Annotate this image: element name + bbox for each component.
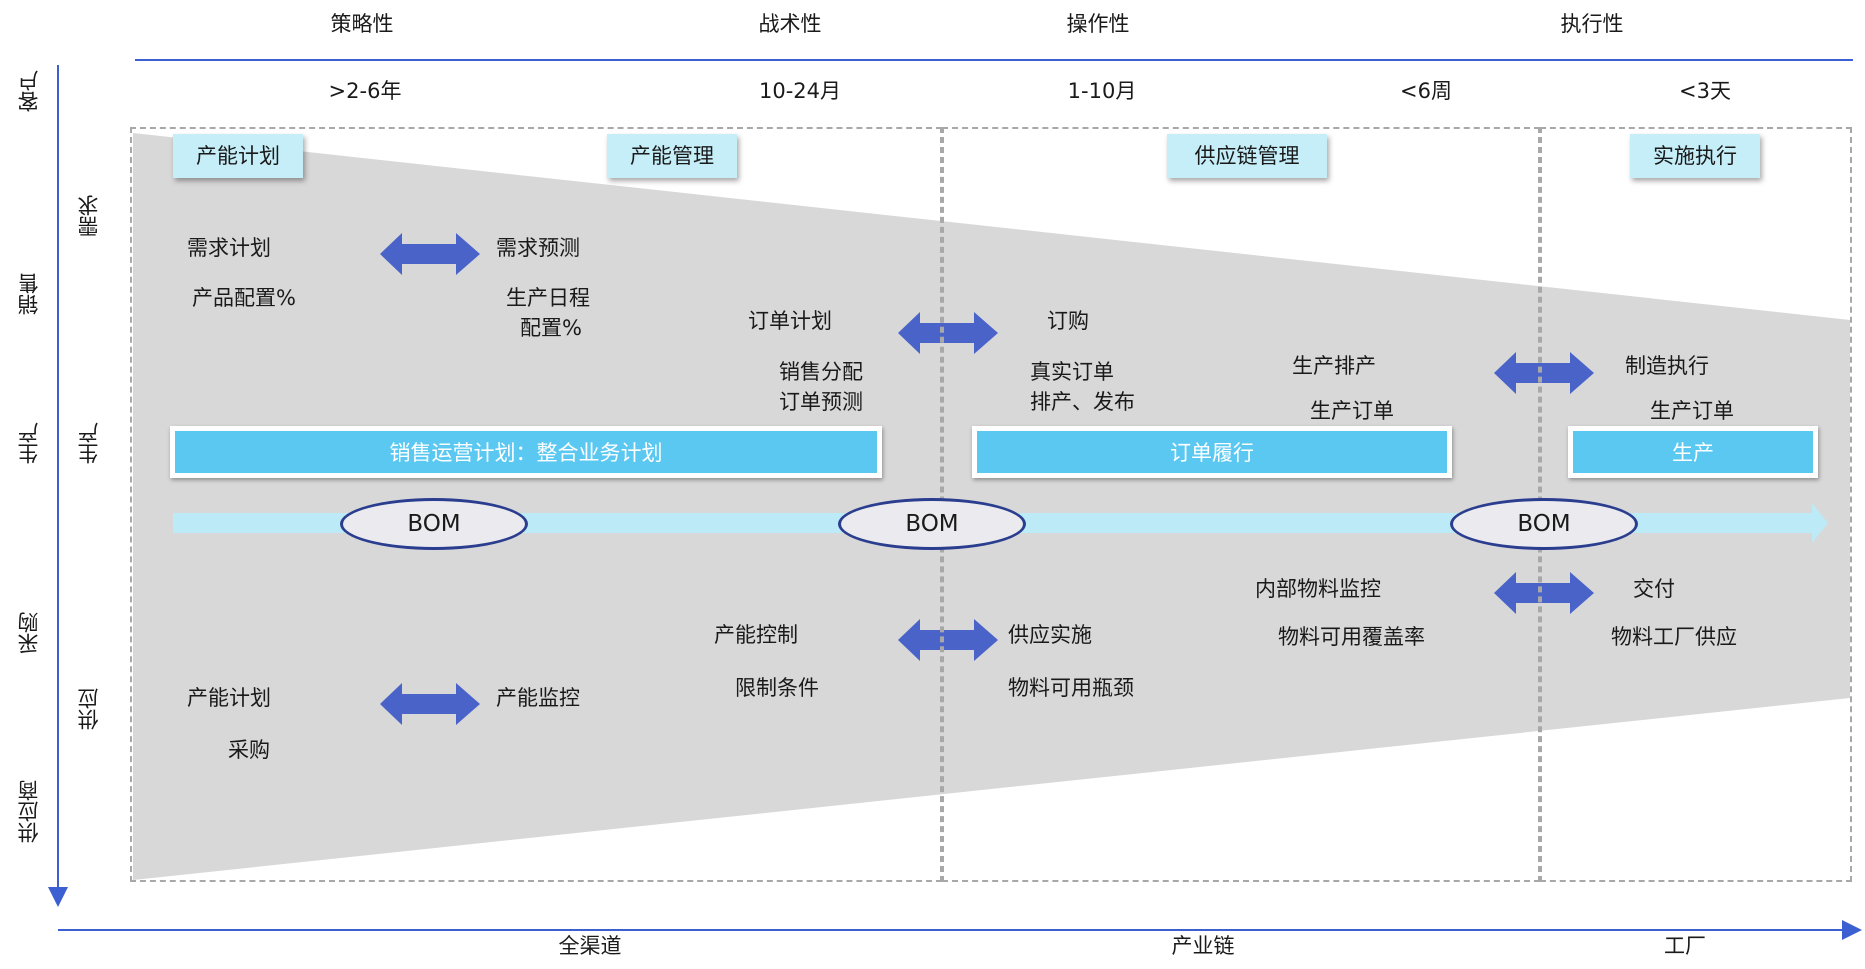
text-capacity-control: 产能控制	[714, 623, 798, 647]
phase-execution: 实施执行	[1630, 134, 1760, 178]
phase-capacity-planning: 产能计划	[173, 134, 303, 178]
axis-label-procurement: 采购	[17, 612, 41, 654]
text-material-bottleneck: 物料可用瓶颈	[1008, 676, 1134, 700]
axis-label-demand: 需求	[77, 195, 101, 237]
double-arrow-supply-left	[380, 683, 480, 725]
band-order-fulfillment: 订单履行	[972, 426, 1452, 478]
text-supply-implementation: 供应实施	[1008, 623, 1092, 647]
text-internal-material-monitoring: 内部物料监控	[1255, 577, 1381, 601]
double-arrow-demand-left	[380, 233, 480, 275]
text-procurement: 采购	[228, 738, 270, 762]
text-delivery: 交付	[1633, 577, 1675, 601]
text-production-schedule: 生产日程	[506, 286, 590, 310]
bom-ellipse-2: BOM	[838, 498, 1026, 550]
band-production: 生产	[1568, 426, 1818, 478]
period-1: >2-6年	[328, 79, 402, 103]
double-arrow-order	[898, 312, 998, 354]
category-execution: 执行性	[1560, 12, 1624, 36]
axis-label-supply: 供应	[77, 688, 101, 730]
axis-label-production: 生产	[17, 422, 41, 464]
period-4: <6周	[1400, 79, 1452, 103]
double-arrow-supply	[898, 619, 998, 661]
text-product-config: 产品配置%	[192, 286, 296, 310]
text-constraints: 限制条件	[735, 676, 819, 700]
axis-label-inner-production: 生产	[77, 422, 101, 464]
bottom-label-omnichannel: 全渠道	[558, 934, 622, 958]
text-capacity-plan: 产能计划	[187, 686, 271, 710]
bom-ellipse-3: BOM	[1450, 498, 1638, 550]
axis-label-customer: 客户	[17, 70, 41, 112]
double-arrow-delivery	[1494, 572, 1594, 614]
period-2: 10-24月	[758, 79, 842, 103]
text-demand-plan: 需求计划	[187, 236, 271, 260]
category-strategic: 策略性	[330, 12, 394, 36]
phase-capacity-management: 产能管理	[607, 134, 737, 178]
band-production-label: 生产	[1573, 431, 1813, 473]
text-production-order-exec: 生产订单	[1650, 399, 1734, 423]
text-config-percent: 配置%	[520, 316, 582, 340]
text-ordering: 订购	[1047, 309, 1089, 333]
text-manufacturing-execution: 制造执行	[1625, 354, 1709, 378]
period-3: 1-10月	[1067, 79, 1137, 103]
band-sop: 销售运营计划：整合业务计划	[170, 426, 882, 478]
text-order-forecast: 订单预测	[779, 390, 863, 414]
text-material-coverage: 物料可用覆盖率	[1278, 625, 1425, 649]
bom-ellipse-1: BOM	[340, 498, 528, 550]
text-production-order: 生产订单	[1310, 399, 1394, 423]
text-capacity-monitoring: 产能监控	[496, 686, 580, 710]
text-real-order: 真实订单	[1030, 360, 1114, 384]
category-operational: 操作性	[1066, 12, 1130, 36]
text-schedule-release: 排产、发布	[1030, 390, 1135, 414]
period-5: <3天	[1679, 79, 1731, 103]
text-demand-forecast: 需求预测	[496, 236, 580, 260]
bottom-label-factory: 工厂	[1664, 934, 1706, 958]
axis-label-sales: 销售	[17, 273, 41, 315]
category-tactical: 战术性	[758, 12, 822, 36]
frame-operational	[942, 127, 1540, 882]
double-arrow-execution	[1494, 352, 1594, 394]
bottom-label-industry-chain: 产业链	[1171, 934, 1235, 958]
phase-supply-chain-management: 供应链管理	[1167, 134, 1327, 178]
text-production-scheduling: 生产排产	[1292, 354, 1376, 378]
text-material-plant-supply: 物料工厂供应	[1611, 625, 1737, 649]
text-sales-allocation: 销售分配	[779, 360, 863, 384]
band-sop-label: 销售运营计划：整合业务计划	[175, 431, 877, 473]
axis-label-supplier: 供应商	[17, 780, 41, 843]
text-order-plan: 订单计划	[748, 309, 832, 333]
band-order-fulfillment-label: 订单履行	[977, 431, 1447, 473]
